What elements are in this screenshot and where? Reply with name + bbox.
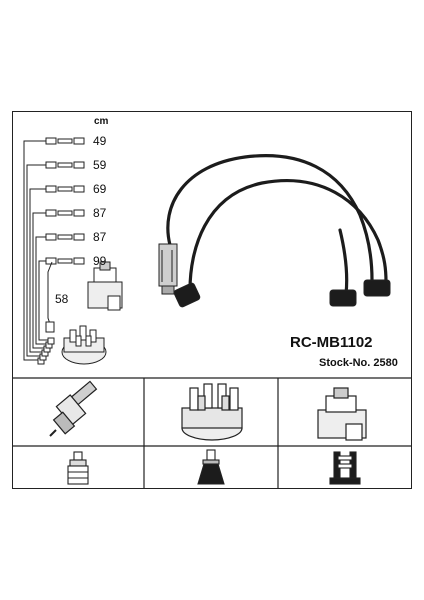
ignition-coil-icon [317,387,367,441]
diagram-frame [12,111,412,489]
wire-length-label: 87 [93,206,107,220]
angle-boot-connectors [329,279,391,307]
wire-length-label: 87 [93,230,107,244]
wire-length-label: 59 [93,158,107,172]
wire-length-label: 49 [93,134,107,148]
coil-thumbnail [87,261,123,311]
wire-length-label: 99 [93,254,107,268]
distributor-cap-icon [181,383,243,441]
distributor-thumbnail [61,325,107,365]
spark-plug-terminal-icon [67,451,89,485]
coil-wire-length-label: 58 [55,292,69,306]
stock-number: Stock-No. 2580 [319,357,398,369]
grid-lines [12,377,412,489]
distributor-terminal-icon [197,449,225,485]
coil-terminal-icon [329,451,361,485]
length-unit-label: cm [94,116,109,127]
wire-set-schematic [23,137,85,365]
ignition-wire-pair [166,154,388,296]
product-code: RC-MB1102 [290,334,373,351]
spark-plug-icon [49,380,98,437]
plug-boot-connector [158,243,201,308]
wire-length-label: 69 [93,182,107,196]
